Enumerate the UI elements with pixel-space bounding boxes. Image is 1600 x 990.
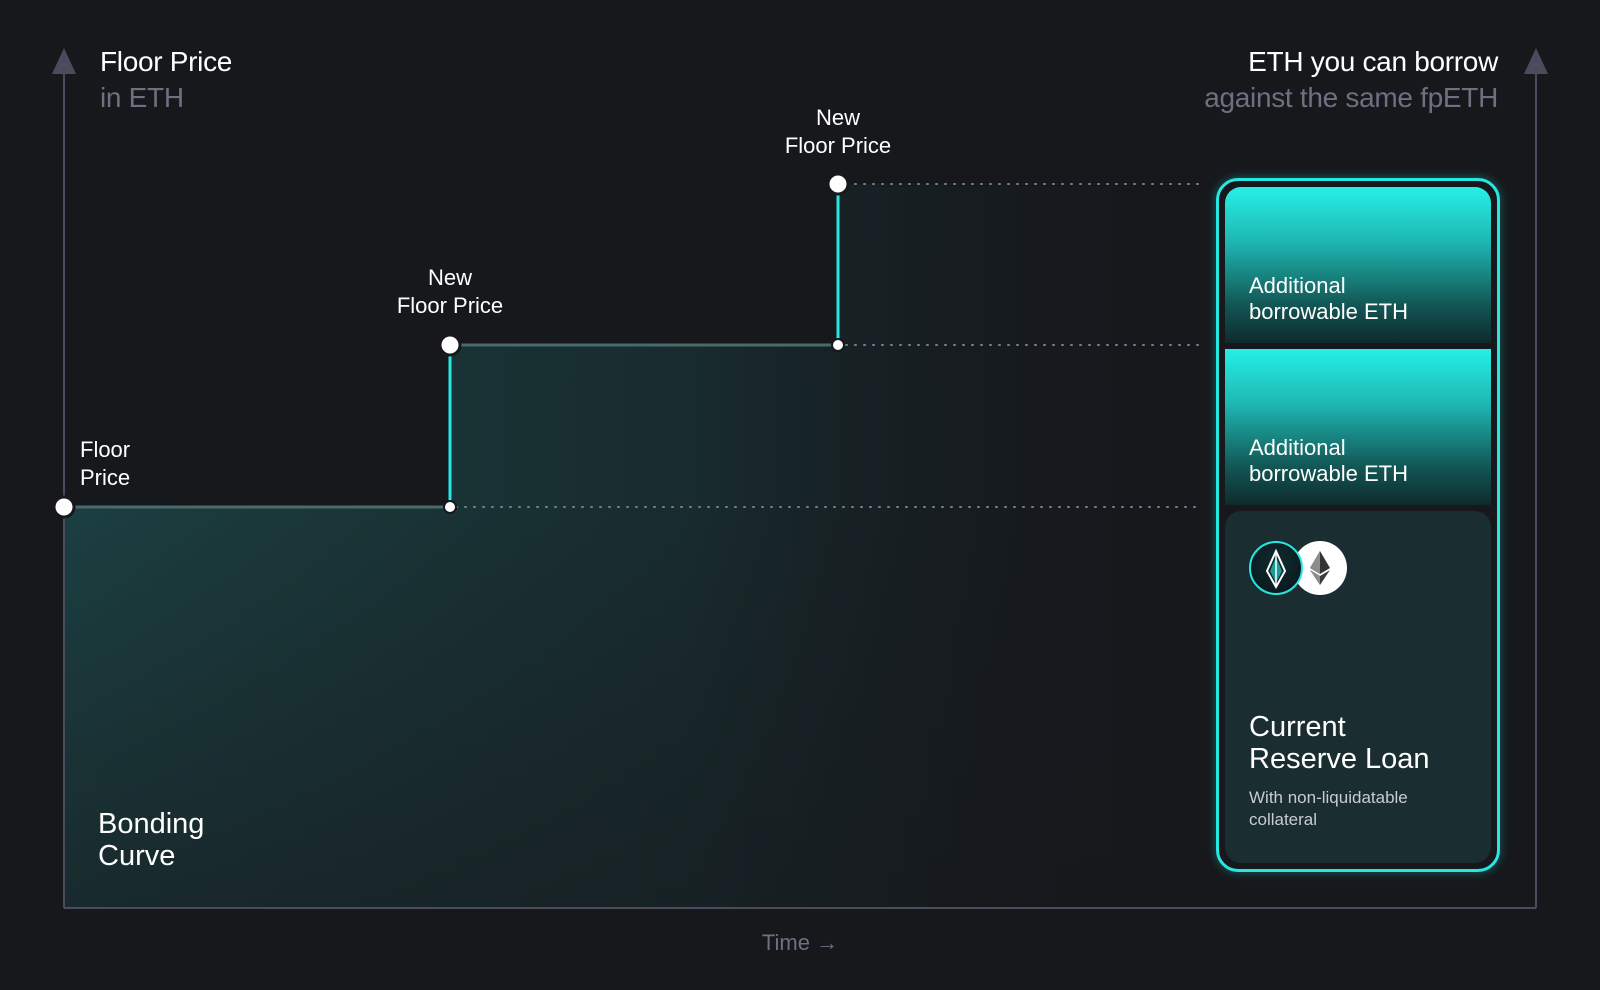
left-axis-arrow-icon bbox=[52, 48, 76, 74]
new-floor-price-point-2 bbox=[826, 172, 850, 196]
step-corner-point-1 bbox=[443, 500, 457, 514]
additional-borrowable-segment-middle: Additional borrowable ETH bbox=[1225, 349, 1491, 505]
current-reserve-loan-title: Current Reserve Loan bbox=[1249, 711, 1430, 775]
fpeth-token-icon bbox=[1249, 541, 1303, 595]
current-reserve-loan-segment: Current Reserve Loan With non-liquidatab… bbox=[1225, 511, 1491, 863]
new-floor-price-label-2-line1: New bbox=[815, 105, 860, 130]
loan-sub-line1: With non-liquidatable bbox=[1249, 788, 1408, 807]
new-floor-price-label-2: New Floor Price bbox=[758, 104, 918, 160]
loan-sub-line2: collateral bbox=[1249, 810, 1318, 829]
segment-top-label: Additional borrowable ETH bbox=[1249, 273, 1408, 325]
right-axis-title-sub: against the same fpETH bbox=[1204, 82, 1498, 113]
bonding-curve-label: Bonding Curve bbox=[98, 808, 204, 872]
segment-middle-label: Additional borrowable ETH bbox=[1249, 435, 1408, 487]
new-floor-price-label-1: New Floor Price bbox=[370, 264, 530, 320]
step-corner-point-2 bbox=[831, 338, 845, 352]
floor-price-label: Floor Price bbox=[80, 436, 130, 492]
segment-middle-label-line2: borrowable ETH bbox=[1249, 461, 1408, 486]
loan-title-line1: Current bbox=[1249, 711, 1346, 743]
bonding-curve-label-line1: Bonding bbox=[98, 808, 205, 840]
floor-price-label-line1: Floor bbox=[80, 437, 131, 462]
left-axis-title-main: Floor Price bbox=[100, 46, 233, 77]
floor-price-label-line2: Price bbox=[80, 465, 131, 490]
right-axis-title: ETH you can borrow against the same fpET… bbox=[1204, 44, 1498, 116]
new-floor-price-label-1-line1: New bbox=[427, 265, 472, 290]
floor-price-point bbox=[52, 495, 76, 519]
segment-top-label-line1: Additional bbox=[1249, 273, 1346, 298]
new-floor-price-point-1 bbox=[438, 333, 462, 357]
segment-top-label-line2: borrowable ETH bbox=[1249, 299, 1408, 324]
x-axis-label: Time → bbox=[761, 930, 839, 955]
loan-title-line2: Reserve Loan bbox=[1249, 743, 1430, 775]
right-axis-arrow-icon bbox=[1524, 48, 1548, 74]
borrow-panel: Additional borrowable ETH Additional bor… bbox=[1216, 178, 1500, 872]
current-reserve-loan-subtitle: With non-liquidatable collateral bbox=[1249, 787, 1408, 831]
right-axis-title-main: ETH you can borrow bbox=[1248, 46, 1498, 77]
area-fade bbox=[64, 500, 1204, 908]
segment-middle-label-line1: Additional bbox=[1249, 435, 1346, 460]
new-floor-price-label-2-line2: Floor Price bbox=[784, 133, 892, 158]
left-axis-title: Floor Price in ETH bbox=[100, 44, 232, 116]
bonding-curve-label-line2: Curve bbox=[98, 840, 176, 872]
left-axis-title-sub: in ETH bbox=[100, 82, 184, 113]
new-floor-price-label-1-line2: Floor Price bbox=[396, 293, 504, 318]
additional-borrowable-segment-top: Additional borrowable ETH bbox=[1225, 187, 1491, 343]
